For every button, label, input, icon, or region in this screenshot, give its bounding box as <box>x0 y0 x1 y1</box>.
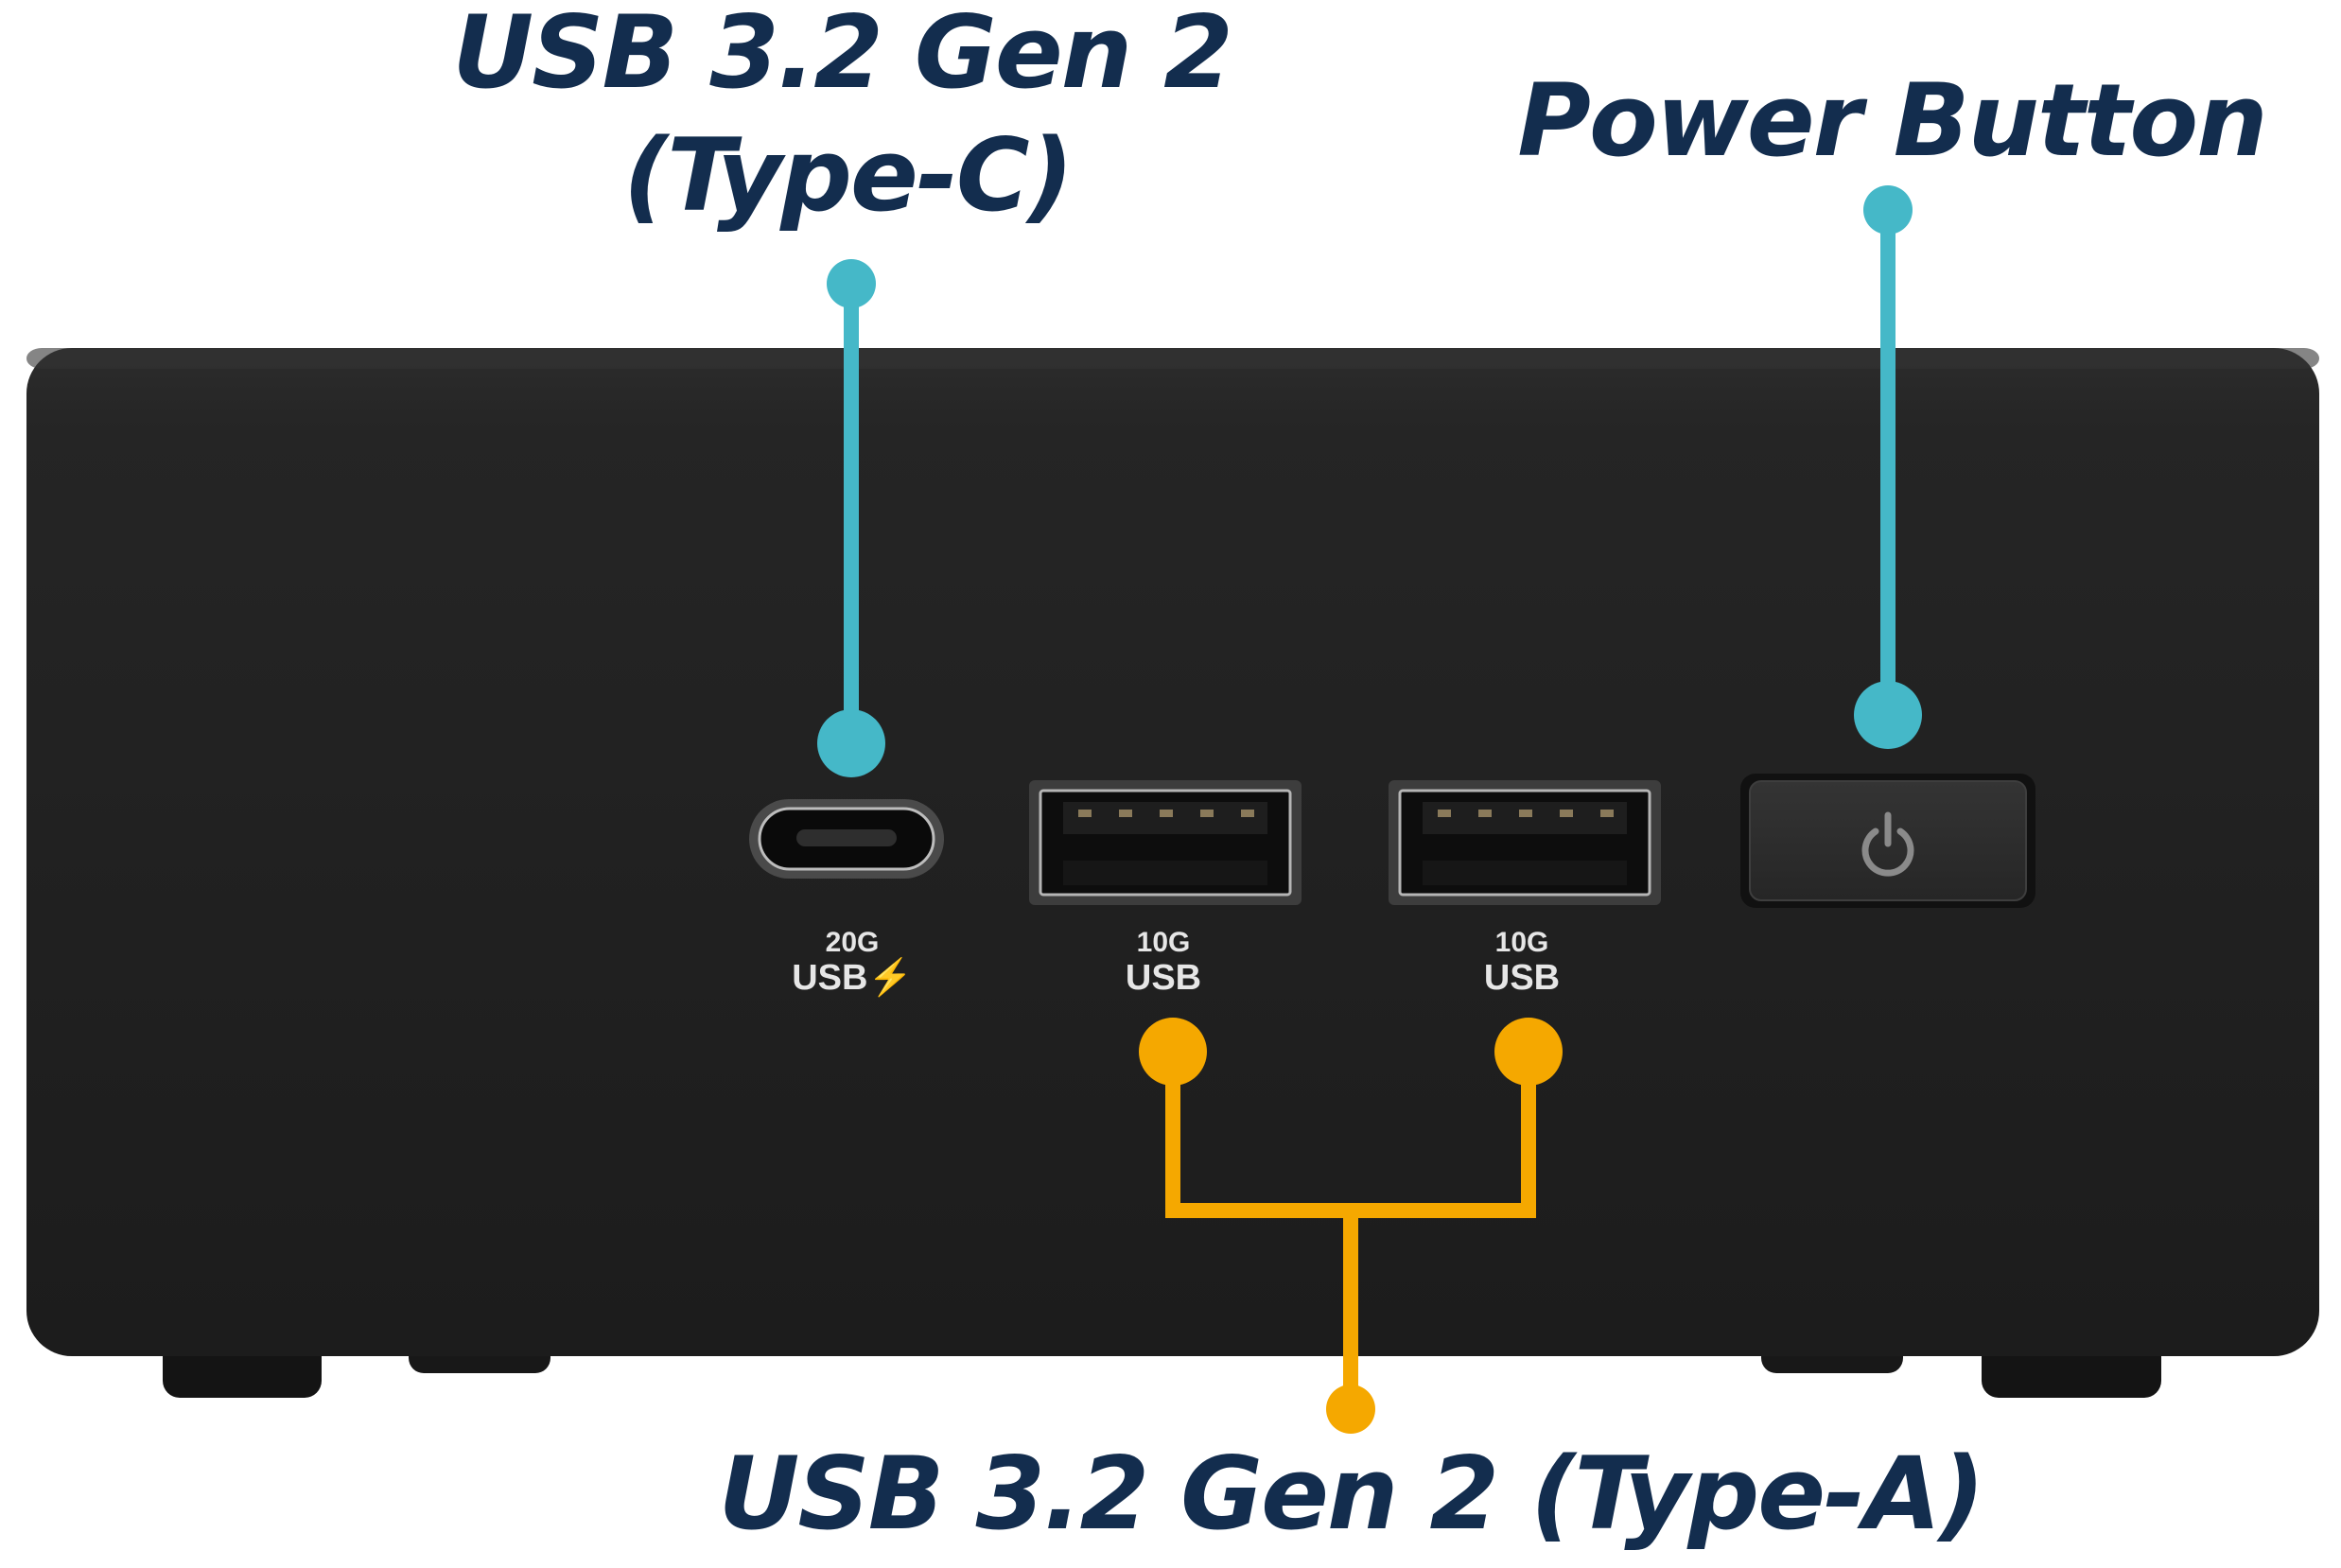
callout-dot-power-top <box>1863 185 1913 235</box>
callout-label-type-c-line2: (Type-C) <box>623 117 1072 234</box>
callout-dot-power-bottom <box>1854 681 1922 749</box>
callout-dot-type-c-top <box>827 259 876 308</box>
callout-dot-type-a-right <box>1494 1018 1563 1086</box>
port-speed-type-c: 20G <box>826 927 880 958</box>
callout-label-power: Power Button <box>1517 62 2265 179</box>
callout-dot-type-c-bottom <box>817 709 885 777</box>
port-label-usb-a-1: 10G USB <box>1126 927 1201 998</box>
port-label-type-c: 20G USB⚡ <box>792 927 913 999</box>
callout-label-type-a: USB 3.2 Gen 2 (Type-A) <box>718 1436 1983 1552</box>
usb-c-port <box>749 799 944 879</box>
usb-a-port-1 <box>1029 780 1302 905</box>
callout-dot-type-a-bottom <box>1326 1385 1375 1434</box>
power-icon <box>1861 811 1914 877</box>
callout-connector-power <box>1854 185 1922 749</box>
callout-dot-type-a-left <box>1139 1018 1207 1086</box>
port-speed-usb-a-2: 10G <box>1495 927 1549 958</box>
port-speed-usb-a-1: 10G <box>1137 927 1191 958</box>
port-name-usb-a-2: USB <box>1484 958 1560 998</box>
port-name-type-c: USB⚡ <box>792 956 913 999</box>
callout-label-type-c-line1: USB 3.2 Gen 2 <box>452 0 1232 111</box>
port-label-usb-a-2: 10G USB <box>1484 927 1560 998</box>
power-button[interactable] <box>1740 774 2035 908</box>
callout-connector-type-c <box>817 259 885 777</box>
usb-a-port-2 <box>1389 780 1661 905</box>
callout-connector-type-a <box>1139 1018 1563 1434</box>
port-name-usb-a-1: USB <box>1126 958 1201 998</box>
